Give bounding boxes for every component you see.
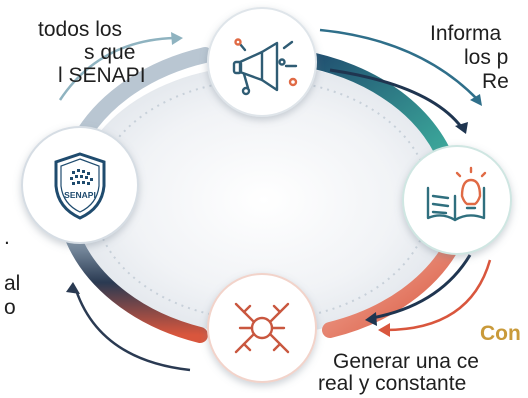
arrow-inner-right <box>329 68 464 129</box>
book-lightbulb-icon <box>426 166 487 222</box>
arrow-top-left-head <box>171 32 183 45</box>
node-top <box>207 7 317 117</box>
center-disc <box>74 65 454 335</box>
left-text-line-3: l SENAPI <box>58 64 146 87</box>
senapi-shield-icon: SENAPI <box>54 152 106 220</box>
arrow-top-right-head <box>470 94 482 106</box>
badge-label: SENAPI <box>64 190 96 200</box>
ring-bottom-right <box>322 232 463 338</box>
arrow-inner-bottom-head <box>365 312 377 326</box>
megaphone-icon <box>232 38 298 96</box>
right-text-line-2: los p <box>464 46 509 69</box>
arrow-top-right <box>319 28 479 101</box>
left-text-line-6: o <box>4 296 16 319</box>
left-text-line-1: todos los <box>38 18 123 41</box>
node-bottom <box>207 273 317 383</box>
left-text-line-4: . <box>4 226 10 249</box>
right-text-line-1: Informa <box>430 22 502 45</box>
bottom-text-line-1: Generar una ce <box>333 350 479 373</box>
bottom-text-title: Con <box>480 322 521 345</box>
node-right <box>402 145 512 255</box>
bottom-text-line-2: real y constante <box>318 372 467 395</box>
arrow-bottom-right <box>384 259 492 332</box>
arrow-top-left <box>58 36 176 101</box>
joined-hands-icon <box>234 302 290 354</box>
arrow-inner-right-head <box>455 122 468 134</box>
left-text-line-5: al <box>4 272 21 295</box>
right-text-line-3: Re <box>482 70 509 93</box>
arrow-bottom-left-head <box>66 282 80 294</box>
ring-top-left <box>72 47 213 148</box>
arrow-bottom-right-head <box>378 323 390 337</box>
arrow-bottom-left <box>74 289 191 372</box>
node-left: SENAPI <box>21 126 139 244</box>
arrow-inner-bottom <box>371 254 472 320</box>
left-text-line-2: s que <box>84 41 136 64</box>
ring-bottom-left <box>62 222 208 343</box>
